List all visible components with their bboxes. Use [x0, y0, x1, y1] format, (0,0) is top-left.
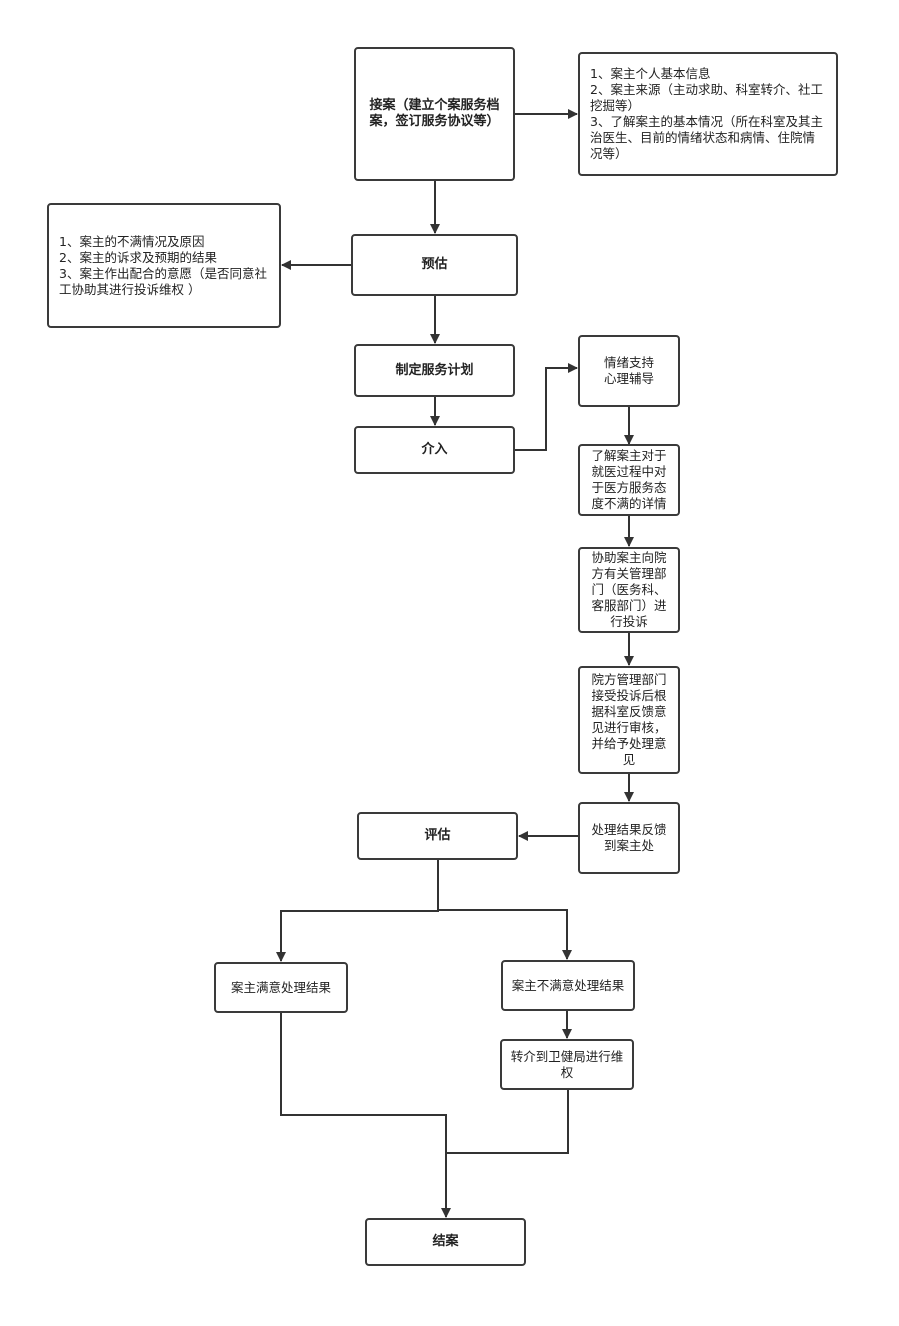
node-referral: 转介到卫健局进行维权	[500, 1039, 634, 1090]
node-close: 结案	[365, 1218, 526, 1266]
node-assess-note: 1、案主的不满情况及原因 2、案主的诉求及预期的结果 3、案主作出配合的意愿（是…	[47, 203, 281, 328]
edge-evaluate-to-satisfied	[276, 859, 439, 962]
edge-satisfied-to-close	[280, 1012, 451, 1218]
node-complaint: 协助案主向院方有关管理部门（医务科、客服部门）进行投诉	[578, 547, 680, 633]
node-unsatisfied: 案主不满意处理结果	[501, 960, 635, 1011]
node-intervene: 介入	[354, 426, 515, 474]
node-details: 了解案主对于就医过程中对于医方服务态度不满的详情	[578, 444, 680, 516]
node-emotion-support: 情绪支持 心理辅导	[578, 335, 680, 407]
node-feedback: 处理结果反馈到案主处	[578, 802, 680, 874]
edge-referral-to-close	[446, 1089, 569, 1154]
edge-evaluate-to-unsatisfied	[438, 909, 572, 960]
node-plan: 制定服务计划	[354, 344, 515, 397]
node-review: 院方管理部门接受投诉后根据科室反馈意见进行审核，并给予处理意见	[578, 666, 680, 774]
edge-intervene-to-emotion	[514, 363, 578, 451]
node-intake: 接案（建立个案服务档案，签订服务协议等）	[354, 47, 515, 181]
node-assess: 预估	[351, 234, 518, 296]
node-evaluate: 评估	[357, 812, 518, 860]
node-intake-note: 1、案主个人基本信息 2、案主来源（主动求助、科室转介、社工挖掘等） 3、了解案…	[578, 52, 838, 176]
node-satisfied: 案主满意处理结果	[214, 962, 348, 1013]
